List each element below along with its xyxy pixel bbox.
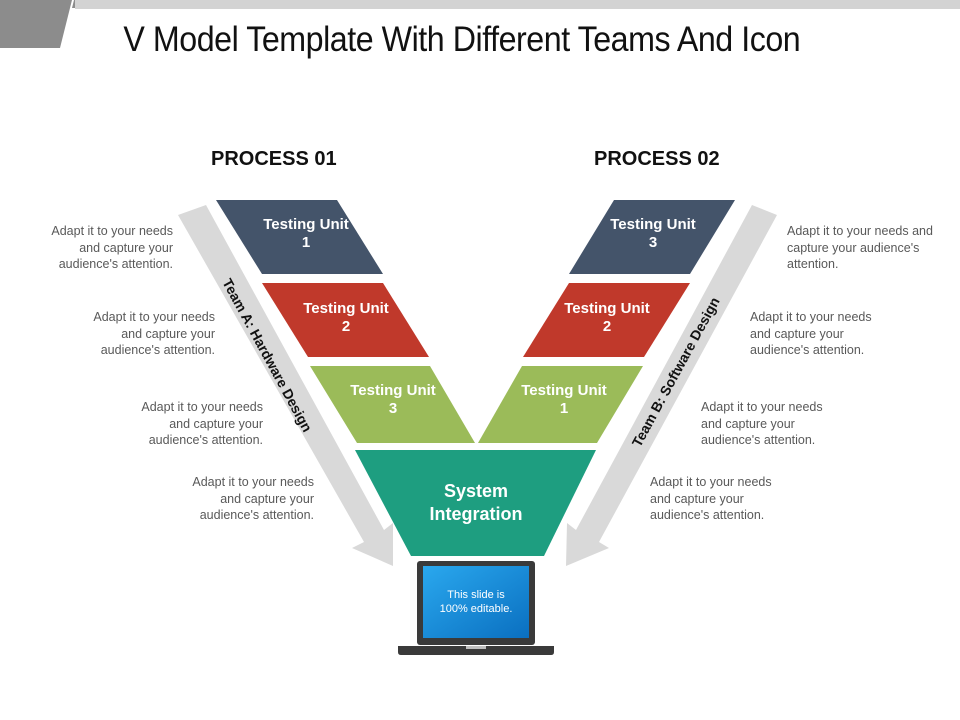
desc-line: and capture your bbox=[121, 326, 215, 341]
laptop-icon: This slide is 100% editable. bbox=[398, 561, 554, 655]
team-a-arrow-shape bbox=[178, 205, 393, 566]
right-unit-2-title: Testing Unit bbox=[564, 300, 650, 317]
desc-line: and capture your bbox=[79, 240, 173, 255]
process-01-heading: PROCESS 01 bbox=[211, 148, 337, 170]
right-unit-1-box bbox=[478, 366, 643, 443]
laptop-screen bbox=[423, 566, 529, 638]
laptop-screen-line-1: This slide is bbox=[447, 589, 505, 601]
desc-line: attention. bbox=[787, 257, 839, 271]
laptop-screen-line-2: 100% editable. bbox=[440, 603, 513, 615]
desc-line: audience's attention. bbox=[650, 508, 765, 522]
right-description-3: Adapt it to your needs and capture your … bbox=[701, 399, 823, 449]
right-unit-1-title: Testing Unit bbox=[521, 382, 607, 399]
left-unit-2-number: 2 bbox=[342, 318, 350, 335]
desc-line: and capture your bbox=[750, 326, 844, 341]
team-b-arrow-shape bbox=[566, 205, 777, 566]
desc-line: audience's attention. bbox=[100, 343, 215, 357]
left-description-1: Adapt it to your needs and capture your … bbox=[51, 223, 173, 273]
right-description-1: Adapt it to your needs and capture your … bbox=[787, 223, 933, 273]
right-unit-3-box bbox=[569, 200, 735, 274]
desc-line: and capture your bbox=[220, 491, 314, 506]
right-description-2: Adapt it to your needs and capture your … bbox=[750, 309, 872, 359]
right-unit-2-number: 2 bbox=[603, 318, 611, 335]
desc-line: Adapt it to your needs bbox=[93, 310, 215, 324]
page-title: V Model Template With Different Teams An… bbox=[123, 20, 801, 59]
desc-line: Adapt it to your needs bbox=[141, 400, 263, 414]
left-unit-2-box bbox=[262, 283, 429, 357]
desc-line: audience's attention. bbox=[58, 257, 173, 271]
desc-line: Adapt it to your needs bbox=[192, 475, 314, 489]
desc-line: capture your audience's bbox=[787, 240, 920, 255]
right-unit-2-box bbox=[523, 283, 690, 357]
desc-line: audience's attention. bbox=[701, 433, 816, 447]
desc-line: Adapt it to your needs bbox=[750, 310, 872, 324]
desc-line: and capture your bbox=[169, 416, 263, 431]
system-integration-box bbox=[355, 450, 596, 556]
desc-line: Adapt it to your needs bbox=[650, 475, 772, 489]
left-unit-1-number: 1 bbox=[302, 234, 310, 251]
desc-line: and capture your bbox=[650, 491, 744, 506]
desc-line: Adapt it to your needs bbox=[701, 400, 823, 414]
desc-line: and capture your bbox=[701, 416, 795, 431]
desc-line: Adapt it to your needs bbox=[51, 224, 173, 238]
left-unit-1-box bbox=[216, 200, 383, 274]
left-unit-2-title: Testing Unit bbox=[303, 300, 389, 317]
system-integration-subtitle: Integration bbox=[430, 504, 523, 524]
left-unit-1-title: Testing Unit bbox=[263, 216, 349, 233]
left-description-4: Adapt it to your needs and capture your … bbox=[192, 474, 314, 524]
system-integration-title: System bbox=[444, 481, 508, 501]
right-unit-1-number: 1 bbox=[560, 400, 568, 417]
process-02-heading: PROCESS 02 bbox=[594, 148, 720, 170]
header-bar bbox=[75, 0, 960, 9]
left-unit-3-box bbox=[310, 366, 475, 443]
left-unit-3-title: Testing Unit bbox=[350, 382, 436, 399]
laptop-base bbox=[398, 646, 554, 655]
right-unit-3-number: 3 bbox=[649, 234, 657, 251]
desc-line: Adapt it to your needs and bbox=[787, 224, 933, 238]
right-description-4: Adapt it to your needs and capture your … bbox=[650, 474, 772, 524]
desc-line: audience's attention. bbox=[750, 343, 865, 357]
left-description-2: Adapt it to your needs and capture your … bbox=[93, 309, 215, 359]
desc-line: audience's attention. bbox=[148, 433, 263, 447]
left-unit-3-number: 3 bbox=[389, 400, 397, 417]
left-description-3: Adapt it to your needs and capture your … bbox=[141, 399, 263, 449]
right-unit-3-title: Testing Unit bbox=[610, 216, 696, 233]
laptop-notch bbox=[466, 646, 486, 649]
desc-line: audience's attention. bbox=[199, 508, 314, 522]
